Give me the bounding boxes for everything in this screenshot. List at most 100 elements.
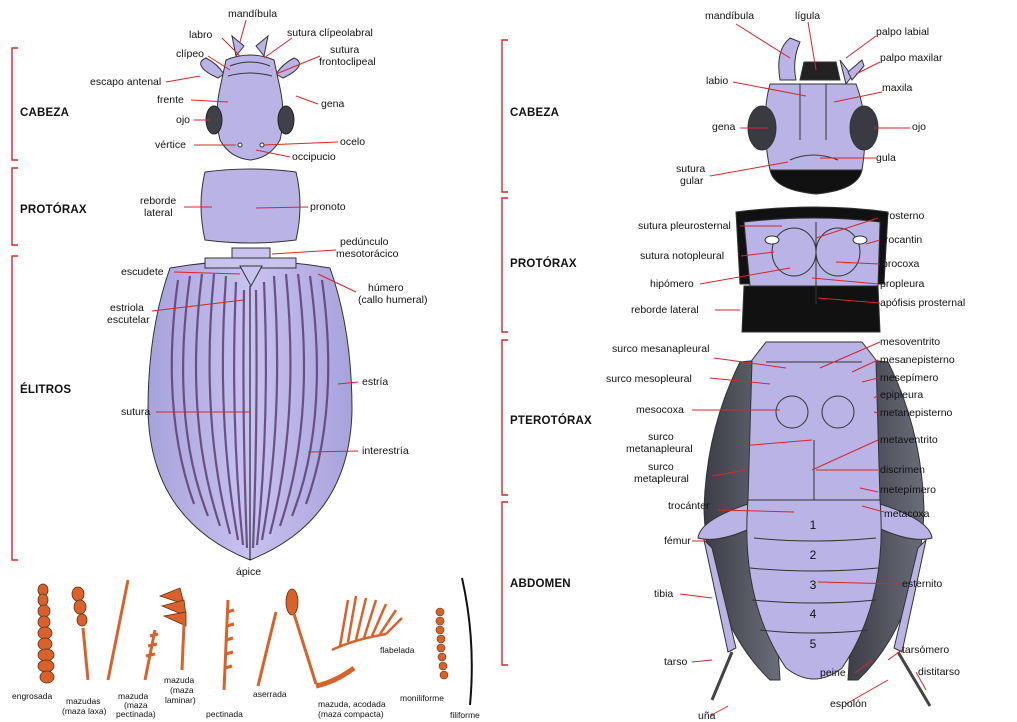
label-maxila: maxila bbox=[882, 82, 912, 94]
label-interestria: interestría bbox=[362, 445, 409, 457]
label-sutura-gular-2: gular bbox=[680, 175, 703, 187]
label-escapo-antenal: escapo antenal bbox=[90, 76, 161, 88]
antenna-acodada-2: (maza compacta) bbox=[318, 710, 384, 719]
right-section-pterotorax: PTEROTÓRAX bbox=[510, 415, 592, 427]
label-tarsomero: tarsómero bbox=[902, 644, 949, 656]
label-propleura: propleura bbox=[880, 278, 924, 290]
left-section-cabeza: CABEZA bbox=[20, 107, 69, 119]
label-gula: gula bbox=[876, 152, 896, 164]
label-pronoto: pronoto bbox=[310, 201, 346, 213]
sternite-number: 4 bbox=[806, 607, 820, 621]
label-sutura-frontoclipeal-2: frontoclipeal bbox=[319, 56, 376, 68]
label-occipucio: occipucio bbox=[292, 151, 336, 163]
right-section-protorax: PROTÓRAX bbox=[510, 258, 577, 270]
label-metepimero: metepímero bbox=[880, 484, 936, 496]
label-escudete: escudete bbox=[121, 266, 164, 278]
label-apice: ápice bbox=[236, 566, 261, 578]
label-gena-right: gena bbox=[712, 121, 735, 133]
label-labro: labro bbox=[189, 29, 212, 41]
label-labio: labio bbox=[706, 75, 728, 87]
label-trocanter: trocánter bbox=[668, 500, 709, 512]
label-sutura: sutura bbox=[121, 406, 150, 418]
label-mesocoxa: mesocoxa bbox=[636, 404, 684, 416]
label-sutura-pleurosternal: sutura pleurosternal bbox=[638, 220, 731, 232]
label-surco-metanapleural-1: surco bbox=[648, 431, 674, 443]
label-metanepisterno: metanepisterno bbox=[880, 407, 952, 419]
label-mesepimero: mesepímero bbox=[880, 372, 938, 384]
label-palpo-maxilar: palpo maxilar bbox=[880, 52, 942, 64]
label-surco-metapleural-1: surco bbox=[648, 461, 674, 473]
label-mandibula-left: mandíbula bbox=[228, 8, 277, 20]
label-ojo-left: ojo bbox=[176, 114, 190, 126]
label-sutura-notopleural: sutura notopleural bbox=[640, 250, 724, 262]
label-frente: frente bbox=[157, 94, 184, 106]
left-section-elitros: ÉLITROS bbox=[20, 384, 71, 396]
antennae-types bbox=[38, 578, 472, 705]
label-prosterno: prosterno bbox=[880, 210, 924, 222]
label-surco-metapleural-2: metapleural bbox=[634, 473, 689, 485]
label-esternito: esternito bbox=[902, 578, 942, 590]
label-palpo-labial: palpo labial bbox=[876, 26, 929, 38]
label-reborde-lateral: reborde lateral bbox=[631, 304, 699, 316]
label-sutura-frontoclipeal-1: sutura bbox=[330, 44, 359, 56]
left-section-protorax: PROTÓRAX bbox=[20, 204, 87, 216]
antenna-maza-pectinada-3: pectinada) bbox=[116, 710, 156, 719]
antenna-acodada-1: mazuda, acodada bbox=[318, 700, 386, 709]
sternite-number: 5 bbox=[806, 637, 820, 651]
antenna-aserrada: aserrada bbox=[253, 690, 287, 699]
right-section-cabeza: CABEZA bbox=[510, 107, 559, 119]
label-mesoventrito: mesoventrito bbox=[880, 336, 940, 348]
antenna-moniliforme: moniliforme bbox=[400, 694, 444, 703]
label-pedunculo-1: pedúnculo bbox=[340, 236, 388, 248]
antenna-mazudas-2: (maza laxa) bbox=[62, 707, 106, 716]
label-gena-left: gena bbox=[321, 98, 344, 110]
label-peine: peine bbox=[820, 667, 846, 679]
label-metaventrito: metaventrito bbox=[880, 434, 938, 446]
label-ocelo: ocelo bbox=[340, 136, 365, 148]
label-surco-mesopleural: surco mesopleural bbox=[606, 373, 692, 385]
label-reborde-2: lateral bbox=[144, 207, 173, 219]
label-apofisis-prosternal: apófisis prosternal bbox=[880, 297, 965, 309]
label-clipeo: clípeo bbox=[176, 48, 204, 60]
label-ligula: lígula bbox=[795, 10, 820, 22]
label-humero-2: (callo humeral) bbox=[358, 294, 427, 306]
label-pedunculo-2: mesotorácico bbox=[336, 248, 398, 260]
label-surco-mesanapleural: surco mesanapleural bbox=[612, 343, 709, 355]
label-trocantin: trocantin bbox=[882, 234, 922, 246]
antenna-flabelada: flabelada bbox=[380, 646, 415, 655]
label-espolon: espolón bbox=[830, 698, 867, 710]
antenna-maza-laminar-3: laminar) bbox=[165, 696, 196, 705]
antenna-filiforme: filiforme bbox=[450, 711, 480, 720]
right-section-abdomen: ABDOMEN bbox=[510, 578, 571, 590]
label-femur: fémur bbox=[664, 535, 691, 547]
label-distitarso: distitarso bbox=[918, 666, 960, 678]
sternite-number: 3 bbox=[806, 578, 820, 592]
label-vertice: vértice bbox=[155, 139, 186, 151]
label-estriola-1: estriola bbox=[110, 302, 144, 314]
label-ojo-right: ojo bbox=[912, 121, 926, 133]
antenna-engrosada: engrosada bbox=[12, 692, 52, 701]
label-epipleura: epipleura bbox=[880, 389, 923, 401]
label-humero-1: húmero bbox=[368, 282, 404, 294]
right-brackets bbox=[502, 40, 508, 665]
label-sutura-clipeolabral: sutura clípeolabral bbox=[287, 27, 373, 39]
label-reborde-1: reborde bbox=[140, 195, 176, 207]
label-tibia: tibia bbox=[654, 588, 673, 600]
antenna-mazudas-1: mazudas bbox=[66, 697, 101, 706]
label-una: uña bbox=[698, 710, 716, 722]
sternite-number: 2 bbox=[806, 548, 820, 562]
sternite-number: 1 bbox=[806, 518, 820, 532]
label-estriola-2: escutelar bbox=[107, 314, 150, 326]
left-brackets bbox=[12, 48, 18, 560]
label-hipomero: hipómero bbox=[650, 278, 694, 290]
label-estria: estría bbox=[362, 376, 388, 388]
label-mandibula-right: mandíbula bbox=[705, 10, 754, 22]
antenna-maza-laminar-1: mazuda bbox=[164, 676, 194, 685]
antenna-pectinada: pectinada bbox=[206, 710, 243, 719]
label-surco-metanapleural-2: metanapleural bbox=[626, 443, 693, 455]
label-sutura-gular-1: sutura bbox=[676, 163, 705, 175]
label-discrimen: discrimen bbox=[880, 464, 925, 476]
label-tarso: tarso bbox=[664, 656, 687, 668]
